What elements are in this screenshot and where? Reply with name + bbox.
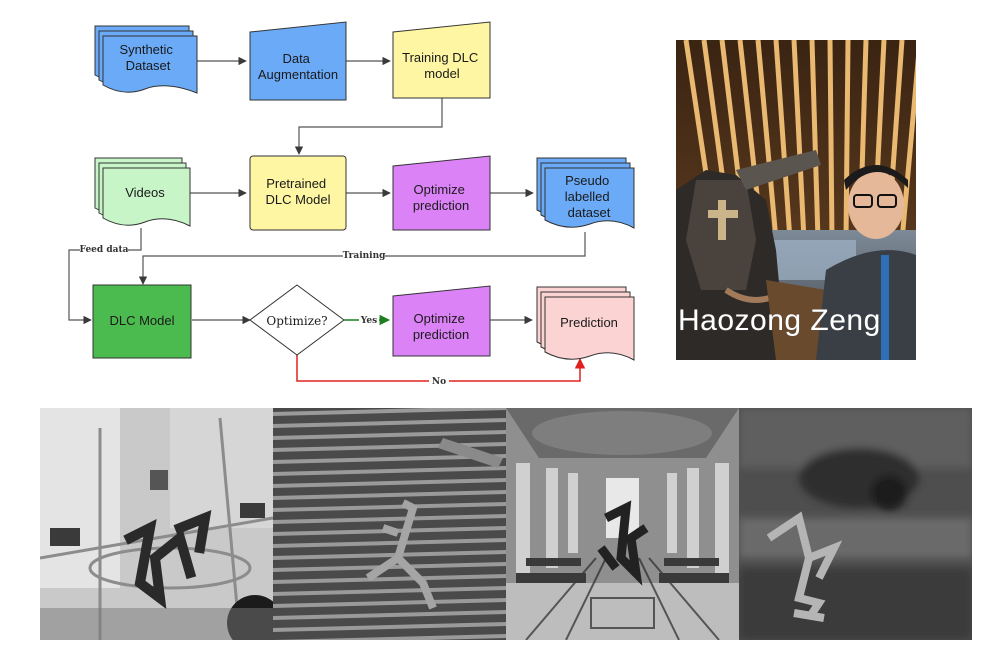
node-label: Pretrained DLC Model [265,176,330,207]
frame-1-scene [40,408,273,640]
node-label-line: labelled [565,189,610,204]
node-prediction: Prediction [536,286,635,361]
edge-label-feed-data: Feed data [80,245,129,255]
frame-3-scene [506,408,739,640]
node-pretrained-dlc-model: Pretrained DLC Model [249,155,347,231]
node-label: Prediction [560,315,618,330]
node-label-line: Optimize [414,311,465,326]
edge-label-yes: Yes [360,316,377,326]
portrait-scene [676,40,916,360]
node-data-augmentation: Data Augmentation [249,21,347,101]
tracked-object [365,499,437,610]
node-label: DLC Model [109,313,174,328]
node-label: Videos [125,185,165,200]
example-frame-3 [506,408,739,640]
node-label: Pseudo labelled dataset [565,173,613,220]
example-frame-2 [273,408,506,640]
node-label-line: Optimize [414,182,465,197]
edge-label-training: Training [343,251,387,261]
tracked-object [766,511,843,622]
node-label-line: DLC Model [265,192,330,207]
armor-figure [676,150,836,360]
example-frame-4 [739,408,972,640]
example-frame-1 [40,408,273,640]
node-label-line: prediction [413,198,469,213]
portrait-caption: Haozong Zeng [678,304,881,337]
frame-4-scene [739,408,972,640]
node-label: Data Augmentation [258,51,338,82]
node-optimize-prediction-2: Optimize prediction [392,285,491,357]
node-label-line: Augmentation [258,67,338,82]
tracked-object [597,500,649,586]
node-label-line: model [424,66,460,81]
edge-label-no: No [432,377,446,387]
portrait-photo: Haozong Zeng [676,40,916,360]
node-label-line: Pseudo [565,173,609,188]
node-training-dlc-model: Training DLC model [392,21,491,99]
node-label: Optimize prediction [413,182,469,213]
node-label-line: Dataset [126,58,171,73]
node-optimize-decision: Optimize? [249,284,345,356]
node-label: Training DLC model [402,50,482,81]
node-videos: Videos [94,157,191,227]
node-label-line: Data [282,51,310,66]
node-dlc-model: DLC Model [92,284,192,359]
pipeline-flowchart: Feed data Training Yes No Synthetic Data… [68,21,635,387]
node-label: Optimize prediction [413,311,469,342]
node-pseudo-labelled-dataset: Pseudo labelled dataset [536,157,635,229]
node-label-line: dataset [568,205,611,220]
node-label-line: Training DLC [402,50,478,65]
flow-edges [68,56,586,325]
node-label-line: Synthetic [119,42,173,57]
node-label-line: Pretrained [266,176,326,191]
node-label-line: prediction [413,327,469,342]
person-figure [816,165,916,360]
edge-training-to-pretrained [294,98,443,155]
node-label: Optimize? [266,314,327,328]
node-synthetic-dataset: Synthetic Dataset [94,25,198,94]
edge-videos-feed-data [68,228,142,325]
node-label: Synthetic Dataset [119,42,176,73]
node-optimize-prediction-1: Optimize prediction [392,155,491,231]
tracked-object [123,510,212,610]
frame-2-scene [273,408,506,640]
